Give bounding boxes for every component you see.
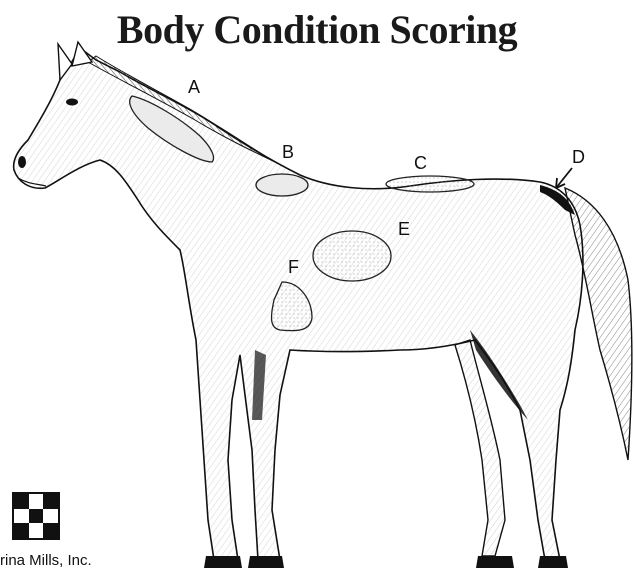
region-label-c: C xyxy=(414,154,427,172)
hoof xyxy=(248,556,284,568)
region-label-a: A xyxy=(188,78,200,96)
region-label-d: D xyxy=(572,148,585,166)
hoof xyxy=(538,556,568,568)
region-label-f: F xyxy=(288,258,299,276)
region-b-withers-area xyxy=(256,174,308,196)
eye xyxy=(66,99,78,106)
region-c-back-area xyxy=(386,176,474,192)
checkerboard-logo-icon xyxy=(12,492,60,540)
hoof xyxy=(204,556,242,568)
hoof xyxy=(476,556,514,568)
nostril xyxy=(18,156,26,168)
region-label-e: E xyxy=(398,220,410,238)
company-name: rina Mills, Inc. xyxy=(0,552,92,569)
region-label-b: B xyxy=(282,143,294,161)
region-e-ribs-area xyxy=(313,231,391,281)
